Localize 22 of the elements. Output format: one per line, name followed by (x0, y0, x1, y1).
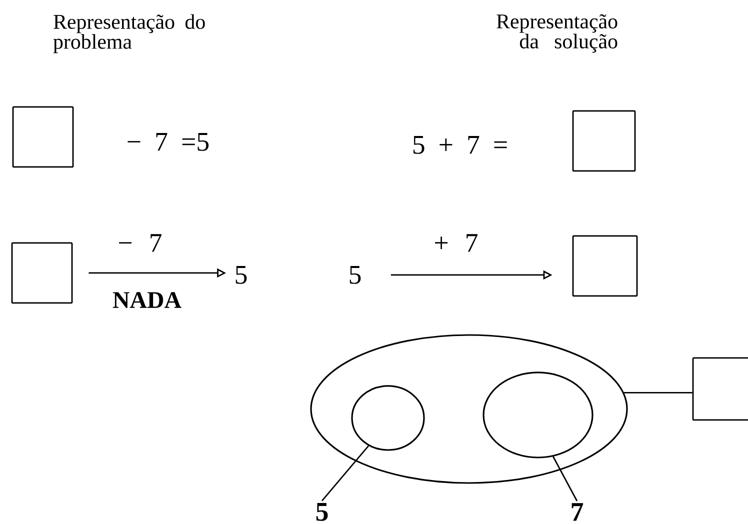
number-label: 5 (316, 503, 328, 521)
answer-box (11, 242, 73, 304)
note-text: NADA (112, 292, 182, 308)
answer-box (572, 110, 636, 172)
heading: Representação do problema (53, 14, 205, 54)
circle (351, 385, 425, 451)
number-label: 5 (350, 266, 361, 284)
equation: − 7 =5 (128, 133, 209, 151)
oval (310, 334, 628, 484)
answer-box (12, 106, 74, 168)
leader-line (321, 445, 370, 502)
answer-box (692, 357, 748, 421)
edge-label: + 7 (432, 233, 480, 253)
edge-label: − 7 (116, 233, 164, 253)
leader-line (552, 456, 578, 502)
number-label: 7 (572, 503, 584, 521)
equation: 5 + 7 = (413, 136, 507, 154)
oval (482, 372, 594, 458)
answer-box (572, 235, 638, 297)
number-label: 5 (236, 266, 247, 284)
connector-line (624, 392, 692, 394)
heading: Representação da solução (496, 14, 618, 53)
